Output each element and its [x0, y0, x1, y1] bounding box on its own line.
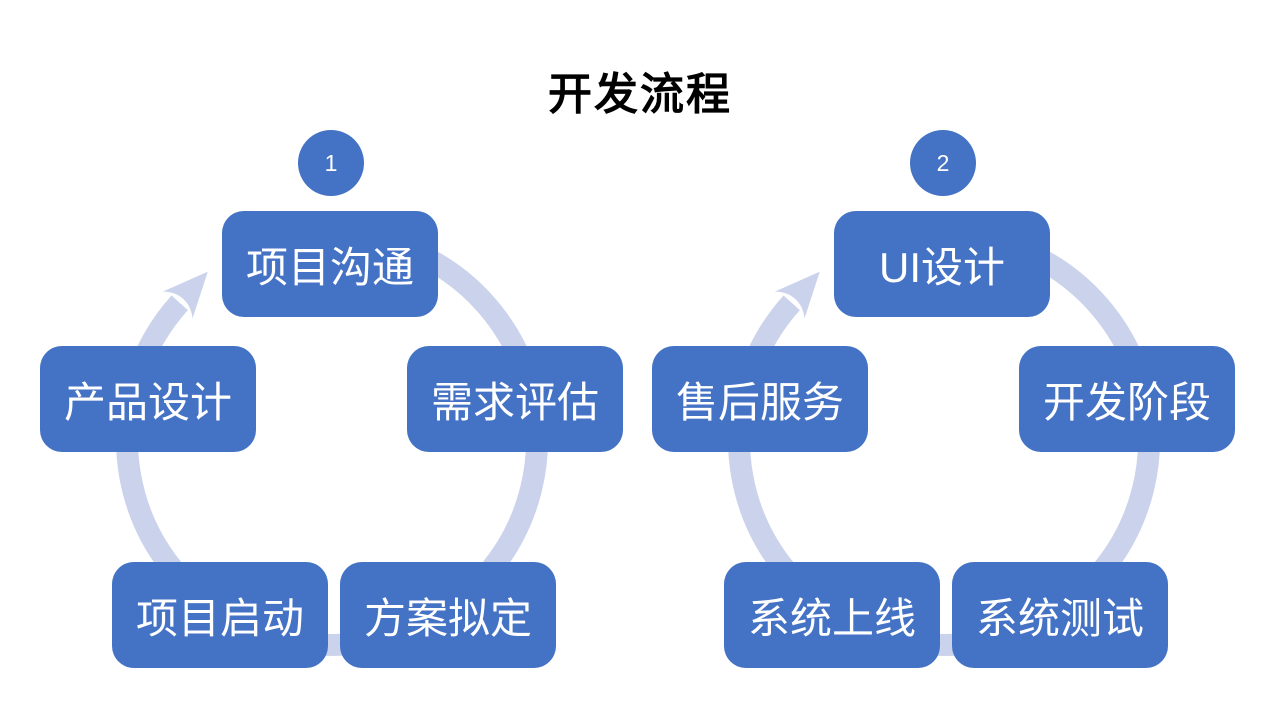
cycle1-step-bottom-left: 项目启动	[112, 562, 328, 668]
cycle2-badge: 2	[910, 130, 976, 196]
cycle2-step-left: 售后服务	[652, 346, 868, 452]
cycle2-step-top: UI设计	[834, 211, 1050, 317]
cycle2-step-bottom-left: 系统上线	[724, 562, 940, 668]
cycle2-step-bottom-right: 系统测试	[952, 562, 1168, 668]
cycle2-step-right: 开发阶段	[1019, 346, 1235, 452]
cycle1-step-top: 项目沟通	[222, 211, 438, 317]
cycle1-step-right: 需求评估	[407, 346, 623, 452]
slide-title: 开发流程	[548, 70, 732, 119]
cycle1-badge: 1	[298, 130, 364, 196]
cycle1-step-bottom-right: 方案拟定	[340, 562, 556, 668]
cycle1-step-left: 产品设计	[40, 346, 256, 452]
